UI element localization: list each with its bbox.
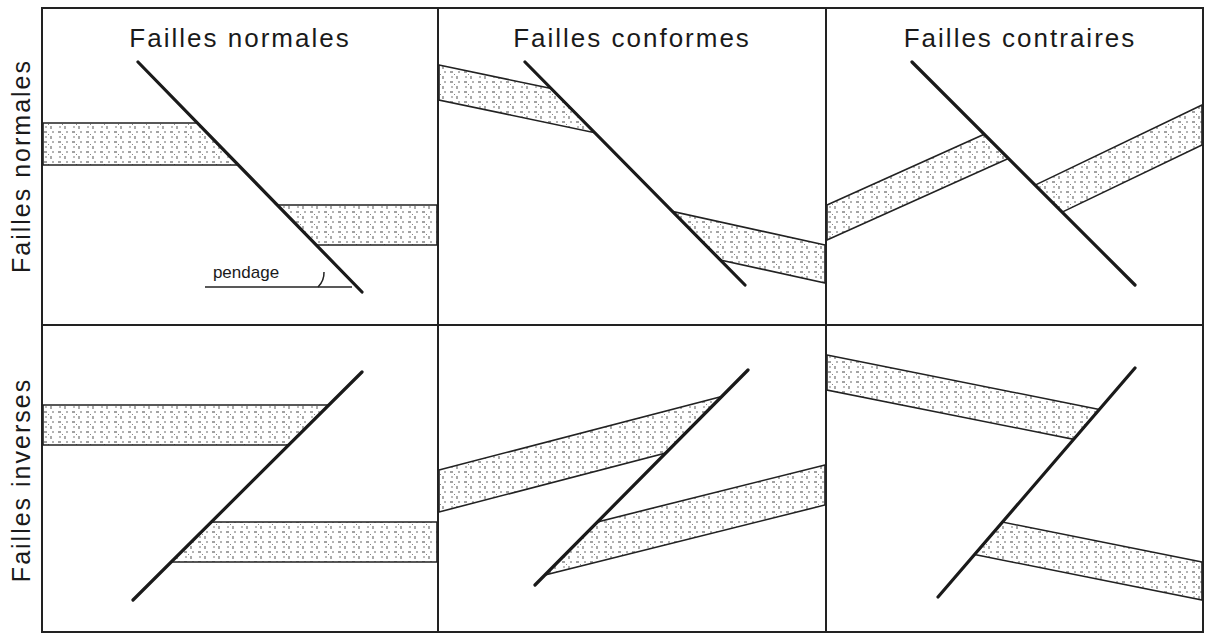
rock-layer — [171, 522, 437, 562]
fault-line — [138, 62, 362, 292]
column-header: Failles contraires — [904, 25, 1137, 51]
panel-frame — [42, 8, 1203, 632]
panel-divider — [42, 324, 1203, 326]
rock-layer — [545, 465, 825, 575]
fault-line — [525, 62, 745, 285]
rock-layer — [439, 396, 722, 512]
fault-line — [938, 368, 1135, 597]
rock-layer — [827, 355, 1099, 439]
rock-layer — [827, 134, 1008, 240]
rock-layer — [975, 522, 1202, 600]
column-header: Failles conformes — [513, 25, 751, 51]
fault-line — [133, 372, 362, 600]
fault-line — [535, 370, 748, 585]
row-header: Failles inverses — [9, 378, 34, 582]
row-header: Failles normales — [9, 59, 34, 273]
rock-layer — [1035, 105, 1202, 212]
fault-line — [912, 62, 1135, 285]
panel-divider — [825, 8, 827, 632]
panel-divider — [437, 8, 439, 632]
rock-layer — [672, 211, 825, 283]
rock-layer — [439, 65, 595, 133]
column-header: Failles normales — [129, 25, 350, 51]
rock-layer — [43, 405, 329, 445]
dip-label: pendage — [213, 264, 279, 281]
rock-layer — [43, 123, 238, 165]
dip-angle-arc — [318, 272, 324, 287]
rock-layer — [277, 205, 437, 245]
dip-reference-line — [205, 286, 352, 288]
